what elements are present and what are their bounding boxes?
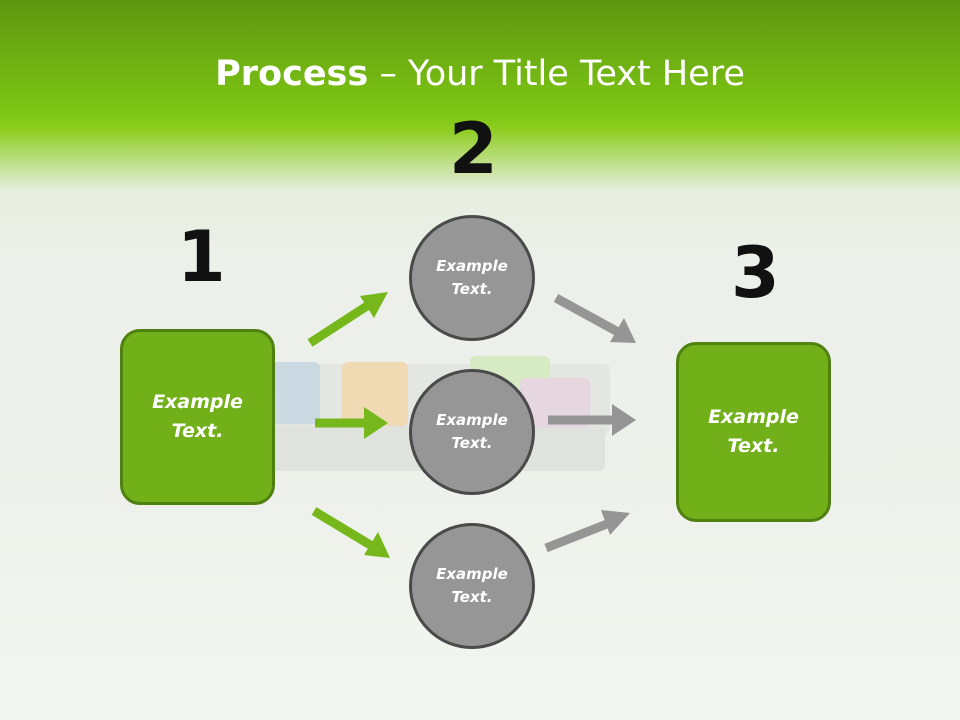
gray-arrow-up	[544, 510, 630, 553]
circle-top-label: Example Text.	[436, 257, 508, 298]
circle-bottom-label: Example Text.	[436, 565, 508, 606]
green-arrow-right	[315, 407, 388, 439]
step-number-1: 1	[177, 216, 226, 298]
cushion	[270, 362, 320, 424]
title-rest: – Your Title Text Here	[368, 54, 745, 94]
step-number-2: 2	[449, 108, 498, 190]
box-left-label: Example Text.	[152, 391, 243, 442]
process-box-left: Example Text.	[120, 329, 275, 505]
title-bold: Process	[215, 54, 369, 94]
box-right-label: Example Text.	[708, 406, 799, 457]
green-arrow-down	[311, 507, 390, 558]
process-circle-bottom: Example Text.	[409, 523, 535, 649]
step-number-3: 3	[731, 232, 780, 314]
circle-middle-label: Example Text.	[436, 411, 508, 452]
process-box-right: Example Text.	[676, 342, 831, 522]
process-circle-middle: Example Text.	[409, 369, 535, 495]
green-arrow-up	[307, 292, 388, 347]
process-circle-top: Example Text.	[409, 215, 535, 341]
slide-title: Process – Your Title Text Here	[0, 52, 960, 96]
gray-arrow-down	[553, 294, 636, 343]
gray-arrow-right	[548, 404, 636, 436]
